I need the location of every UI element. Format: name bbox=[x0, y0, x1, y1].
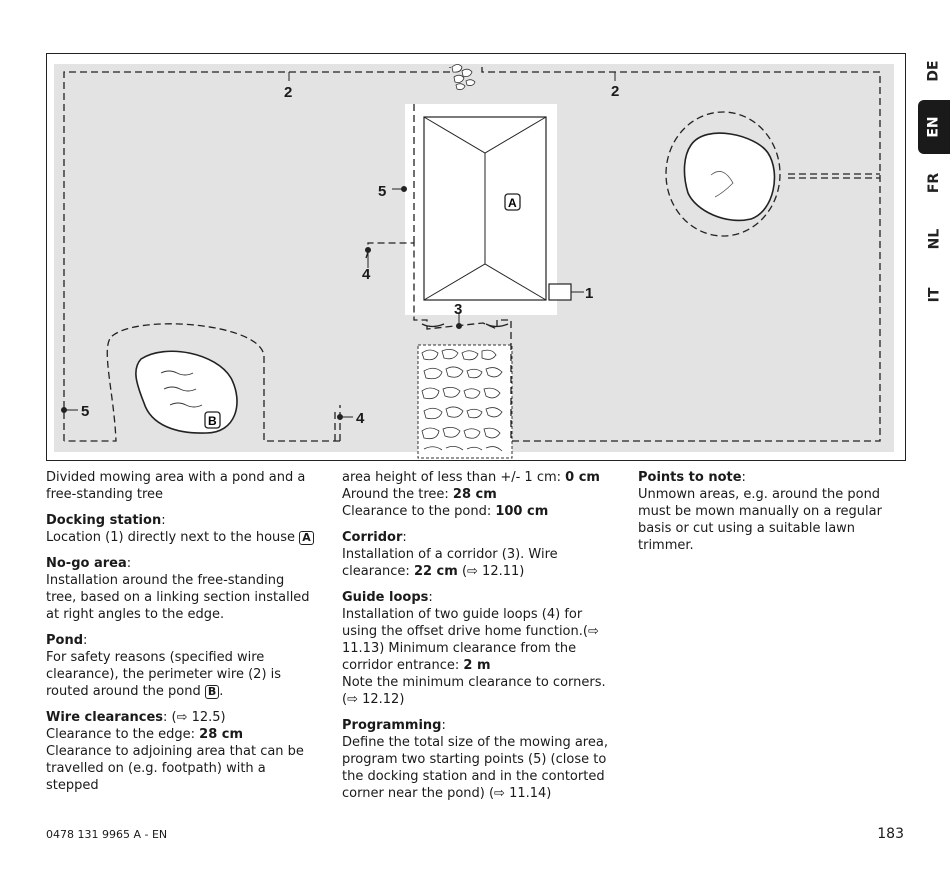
pond-clearance-value: 100 cm bbox=[495, 504, 549, 519]
corridor-ref: (⇨ 12.11) bbox=[457, 564, 525, 579]
corridor-title: Corridor bbox=[342, 530, 403, 545]
nogo-title: No-go area bbox=[46, 556, 127, 571]
tab-it[interactable]: IT bbox=[925, 287, 942, 303]
notes-title: Points to note bbox=[638, 470, 742, 485]
guide-note: Note the minimum clearance to corners. (… bbox=[342, 675, 606, 707]
tab-fr[interactable]: FR bbox=[926, 172, 942, 194]
perimeter-wire bbox=[63, 67, 881, 442]
wire-adjoining: Clearance to adjoining area that can be … bbox=[46, 744, 304, 793]
label-start-upper: 5 bbox=[378, 183, 386, 200]
wire-edge: Clearance to the edge: bbox=[46, 727, 200, 742]
language-tabs: DE EN FR NL IT bbox=[918, 44, 950, 324]
pond-clearance: Clearance to the pond: bbox=[342, 504, 496, 519]
text-column-2: area height of less than +/- 1 cm: 0 cm … bbox=[342, 469, 614, 802]
label-guide-lower: 4 bbox=[356, 410, 365, 427]
notes-text: Unmown areas, e.g. around the pond must … bbox=[638, 487, 882, 553]
nogo-text: Installation around the free-standing tr… bbox=[46, 573, 310, 622]
wire-edge-value: 28 cm bbox=[199, 727, 244, 742]
tree-clearance-value: 28 cm bbox=[452, 487, 497, 502]
area-height: area height of less than +/- 1 cm: bbox=[342, 470, 566, 485]
guide-title: Guide loops bbox=[342, 590, 429, 605]
docking-title: Docking station bbox=[46, 513, 162, 528]
footpath-stones bbox=[421, 349, 503, 452]
corridor-value: 22 cm bbox=[413, 564, 458, 579]
corridor bbox=[421, 323, 509, 328]
label-wire-right: 2 bbox=[611, 83, 619, 100]
tab-de[interactable]: DE bbox=[926, 60, 942, 82]
label-corridor: 3 bbox=[454, 301, 462, 318]
document-id: 0478 131 9965 A - EN bbox=[46, 828, 168, 841]
pond-text: For safety reasons (specified wire clear… bbox=[46, 650, 282, 699]
stone-pile bbox=[451, 64, 476, 90]
docking-text: Location (1) directly next to the house bbox=[46, 530, 296, 545]
mowing-area-diagram: 2 2 5 4 1 3 5 4 A B bbox=[46, 53, 906, 461]
svg-text:A: A bbox=[508, 196, 517, 210]
programming-text: Define the total size of the mowing area… bbox=[342, 735, 608, 801]
tab-en[interactable]: EN bbox=[918, 100, 950, 154]
label-guide-upper: 4 bbox=[362, 266, 371, 283]
marker-b: B bbox=[204, 685, 220, 699]
pond-title: Pond bbox=[46, 633, 84, 648]
guide-value: 2 m bbox=[463, 658, 491, 673]
wire-ref: (⇨ 12.5) bbox=[171, 710, 226, 725]
text-column-3: Points to note: Unmown areas, e.g. aroun… bbox=[638, 469, 906, 554]
page-number: 183 bbox=[877, 826, 904, 842]
label-start-lower: 5 bbox=[81, 403, 89, 420]
area-height-value: 0 cm bbox=[565, 470, 600, 485]
footpath bbox=[417, 344, 513, 459]
corridor-text: Installation of a corridor (3). Wire cle… bbox=[342, 547, 558, 579]
svg-text:B: B bbox=[208, 414, 217, 428]
docking-station bbox=[548, 283, 572, 301]
label-wire-left: 2 bbox=[284, 84, 292, 101]
tree bbox=[683, 132, 776, 222]
intro-text: Divided mowing area with a pond and a fr… bbox=[46, 470, 306, 502]
label-docking: 1 bbox=[585, 285, 593, 302]
programming-title: Programming bbox=[342, 718, 442, 733]
marker-pond: B bbox=[204, 411, 221, 429]
marker-house: A bbox=[504, 193, 521, 211]
text-column-1: Divided mowing area with a pond and a fr… bbox=[46, 469, 316, 794]
tab-nl[interactable]: NL bbox=[925, 228, 942, 250]
wire-title: Wire clearances bbox=[46, 710, 163, 725]
guide-text: Installation of two guide loops (4) for … bbox=[342, 607, 599, 673]
marker-a: A bbox=[299, 531, 314, 545]
tree-clearance: Around the tree: bbox=[342, 487, 453, 502]
